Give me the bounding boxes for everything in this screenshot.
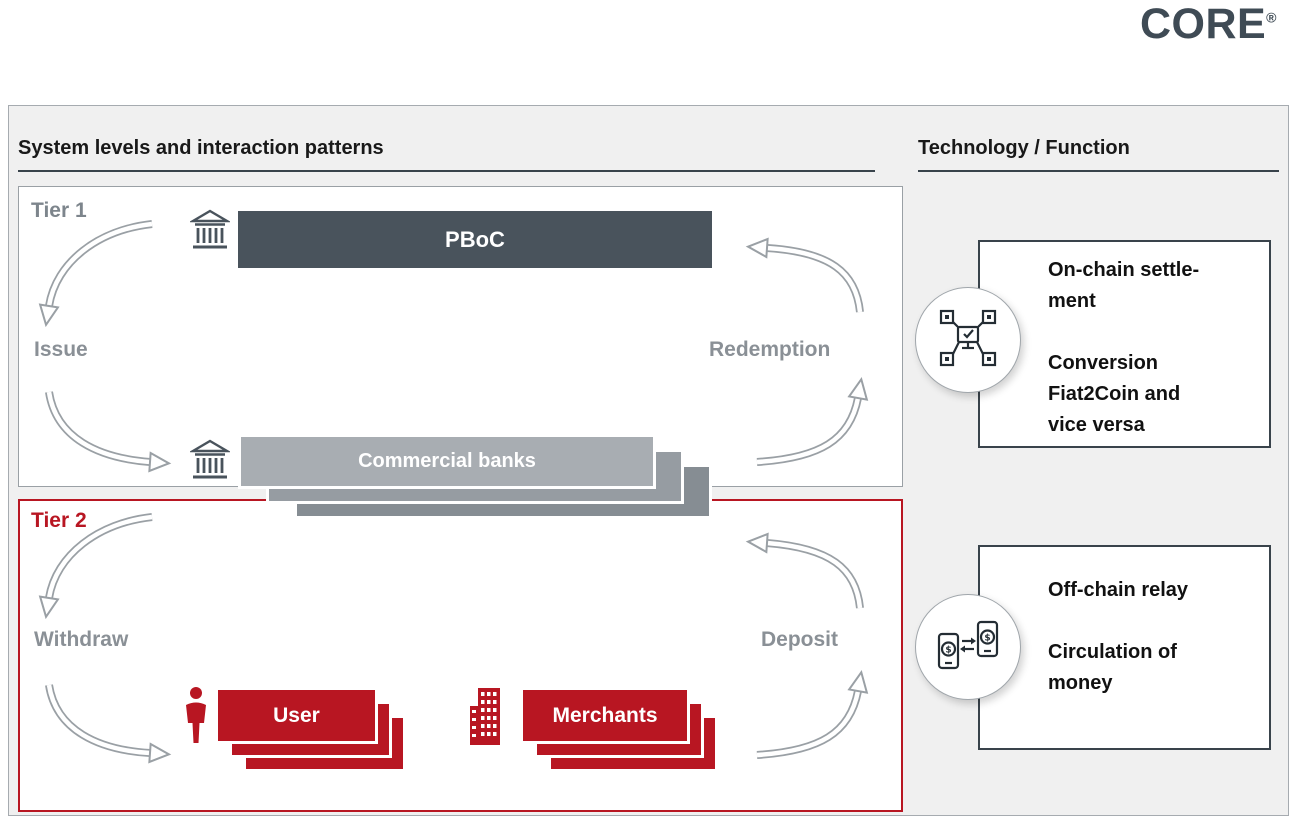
left-section-heading: System levels and interaction patterns xyxy=(18,137,875,172)
svg-text:$: $ xyxy=(945,645,951,655)
card-text-line: ment xyxy=(1048,290,1096,312)
off-chain-card: Off-chain relay Circulation of money xyxy=(978,545,1271,750)
core-logo-text: CORE xyxy=(1139,0,1267,48)
mobile-transfer-icon-circle: $ $ xyxy=(915,594,1021,700)
tier2-label: Tier 2 xyxy=(31,509,87,532)
bank-icon xyxy=(188,208,232,257)
pboc-bar: PBoC xyxy=(238,211,712,268)
withdraw-label: Withdraw xyxy=(34,628,129,651)
redemption-label: Redemption xyxy=(709,338,831,361)
right-section-heading: Technology / Function xyxy=(918,137,1279,172)
card-text-line: Fiat2Coin and xyxy=(1048,383,1181,405)
mobile-transfer-icon: $ $ xyxy=(936,617,1000,678)
tier1-label: Tier 1 xyxy=(31,199,87,222)
card-text-line xyxy=(1048,317,1259,348)
person-icon xyxy=(182,686,210,749)
card-text-line xyxy=(1048,606,1259,637)
deposit-label: Deposit xyxy=(761,628,839,651)
card-text-line: vice versa xyxy=(1048,414,1145,436)
user-bar: User xyxy=(215,687,378,744)
building-icon xyxy=(468,688,504,751)
blockchain-network-icon-circle xyxy=(915,287,1021,393)
merchants-bar: Merchants xyxy=(520,687,690,744)
card-text-line: On-chain settle- xyxy=(1048,259,1200,281)
card-text-line: Off-chain relay xyxy=(1048,579,1189,601)
card-text-line: Conversion xyxy=(1048,352,1159,374)
blockchain-network-icon xyxy=(938,308,998,373)
registered-mark: ® xyxy=(1266,9,1277,26)
commercial-banks-bar: Commercial banks xyxy=(238,434,656,489)
core-logo: CORE® xyxy=(1140,0,1277,49)
on-chain-card: On-chain settle- ment Conversion Fiat2Co… xyxy=(978,240,1271,448)
svg-text:$: $ xyxy=(984,633,990,643)
card-text-line: money xyxy=(1048,672,1113,694)
issue-label: Issue xyxy=(34,338,88,361)
bank-icon xyxy=(188,438,232,487)
card-text-line: Circulation of xyxy=(1048,641,1177,663)
tier2-box xyxy=(18,499,903,812)
